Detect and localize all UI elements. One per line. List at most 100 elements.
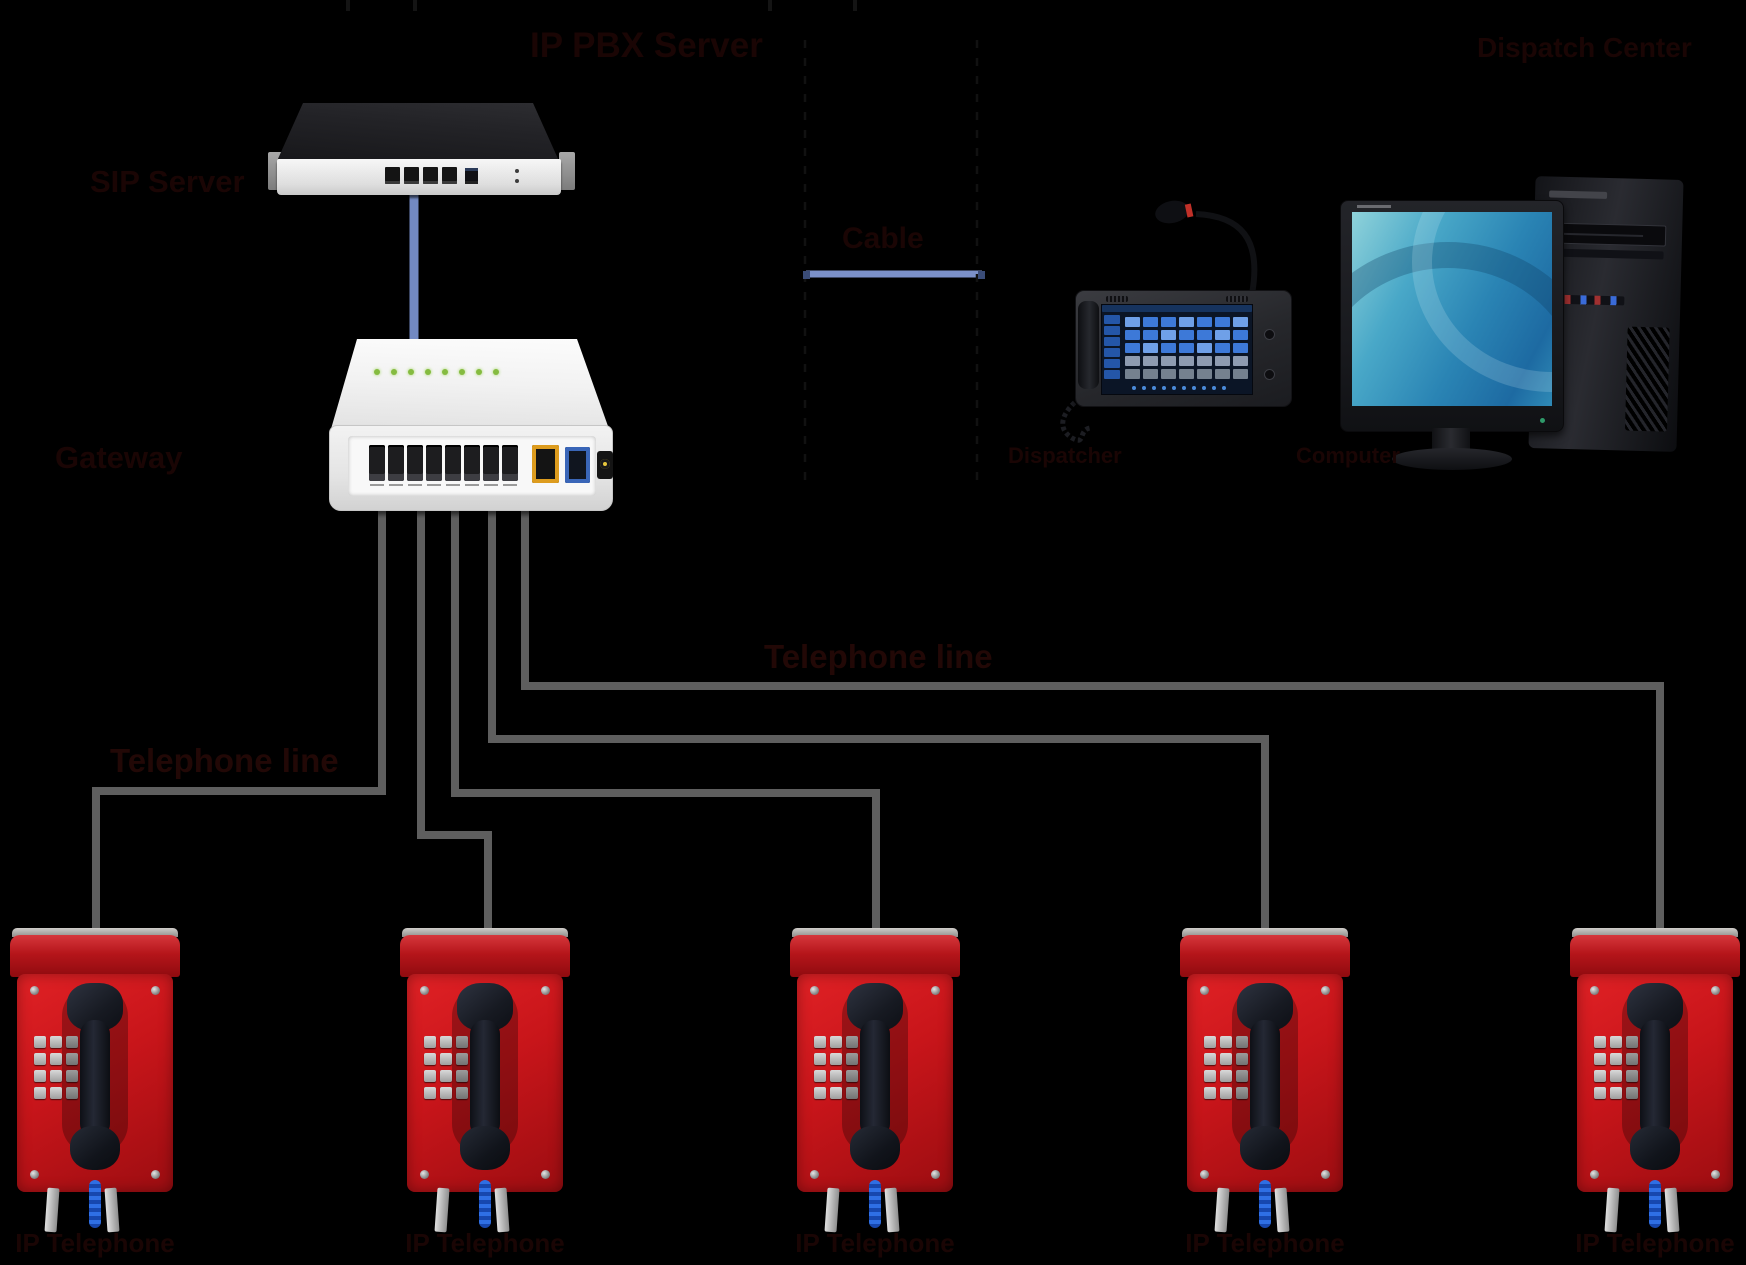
gateway-led xyxy=(374,369,380,375)
phone-screw xyxy=(931,1170,940,1179)
tower-brand-badge xyxy=(1549,190,1608,199)
console-screen-extension-button xyxy=(1179,343,1194,353)
console-screen-extension-button xyxy=(1161,343,1176,353)
gateway-phone-port xyxy=(426,445,442,481)
phone-handset xyxy=(860,1020,890,1138)
phone-cord xyxy=(1649,1180,1661,1228)
console-screen-extension-button xyxy=(1143,343,1158,353)
phone-mount-bracket xyxy=(884,1187,900,1233)
legend-line-cap xyxy=(978,271,985,279)
phone-key xyxy=(456,1053,468,1065)
gateway-led xyxy=(442,369,448,375)
gateway-port-label xyxy=(446,484,460,486)
phone-screw xyxy=(1200,1170,1209,1179)
phone-hood-rim xyxy=(1572,928,1738,937)
emergency-telephone-3: IP Telephone xyxy=(790,928,960,1258)
computer-monitor xyxy=(1340,200,1564,472)
phone-key xyxy=(34,1087,46,1099)
phone-key xyxy=(1594,1087,1606,1099)
console-screen-extension-button xyxy=(1179,369,1194,379)
wire-gateway-to-phone1 xyxy=(92,500,386,944)
phone-key xyxy=(456,1087,468,1099)
console-screen-extension-button xyxy=(1125,343,1140,353)
gateway-port-label xyxy=(484,484,498,486)
console-screen-extension-button xyxy=(1125,369,1140,379)
console-screen-menu-item xyxy=(1104,326,1120,335)
console-screen-extension-button xyxy=(1161,369,1176,379)
server-usb-ports xyxy=(465,168,478,184)
phone-key xyxy=(440,1070,452,1082)
console-screen-extension-button xyxy=(1215,369,1230,379)
console-screen-extension-button xyxy=(1125,330,1140,340)
phone-key xyxy=(50,1036,62,1048)
console-screen-extension-button xyxy=(1233,330,1248,340)
phone-key xyxy=(1626,1053,1638,1065)
console-screen-extension-button xyxy=(1179,317,1194,327)
wire-gateway-to-phone5 xyxy=(521,500,1664,944)
gateway-label: Gateway xyxy=(55,440,183,475)
sip-server-label: SIP Server xyxy=(90,164,245,199)
emergency-telephone-1: IP Telephone xyxy=(10,928,180,1258)
cable-legend-label: Cable xyxy=(842,222,924,255)
server-status-led xyxy=(515,169,519,173)
wire-gateway-to-phone4 xyxy=(488,500,1269,944)
phone-key xyxy=(814,1036,826,1048)
phone-screw xyxy=(30,986,39,995)
phone-key xyxy=(50,1053,62,1065)
phone-key xyxy=(1236,1087,1248,1099)
phone-label: IP Telephone xyxy=(405,1228,565,1258)
console-screen-extension-button xyxy=(1215,356,1230,366)
phone-cord xyxy=(89,1180,101,1228)
console-screen-icon xyxy=(1172,386,1176,390)
console-screen-extension-button xyxy=(1161,356,1176,366)
console-screen-icon xyxy=(1182,386,1186,390)
phone-key xyxy=(1610,1036,1622,1048)
phone-key xyxy=(1626,1070,1638,1082)
phone-mount-bracket xyxy=(1664,1187,1680,1233)
phone-hood-rim xyxy=(12,928,178,937)
console-screen-extension-button xyxy=(1233,356,1248,366)
phone-key xyxy=(424,1087,436,1099)
console-screen-extension-button xyxy=(1233,317,1248,327)
phone-key xyxy=(1236,1070,1248,1082)
phone-key xyxy=(830,1053,842,1065)
phone-key xyxy=(424,1036,436,1048)
gateway-led xyxy=(408,369,414,375)
phone-key xyxy=(440,1087,452,1099)
phone-key xyxy=(846,1070,858,1082)
console-screen-icon xyxy=(1212,386,1216,390)
console-side-button xyxy=(1264,329,1275,340)
phone-handset xyxy=(70,1126,120,1170)
gateway-port-label xyxy=(427,484,441,486)
console-screen-extension-button xyxy=(1143,330,1158,340)
dispatcher-label: Dispatcher xyxy=(1008,443,1122,468)
phone-screw xyxy=(30,1170,39,1179)
gateway-led xyxy=(425,369,431,375)
phone-key xyxy=(456,1070,468,1082)
phone-key xyxy=(830,1087,842,1099)
console-screen-icon xyxy=(1142,386,1146,390)
phone-key xyxy=(1236,1053,1248,1065)
server-ethernet-port xyxy=(385,167,400,184)
server-top-cover xyxy=(277,103,559,161)
tower-vent-grille xyxy=(1624,326,1670,432)
gateway-phone-port xyxy=(388,445,404,481)
console-screen-menu-item xyxy=(1104,359,1120,368)
phone-key xyxy=(1594,1070,1606,1082)
phone-key xyxy=(66,1053,78,1065)
console-handset xyxy=(1078,301,1099,389)
phone-screw xyxy=(1200,986,1209,995)
phone-hood-rim xyxy=(1182,928,1348,937)
monitor-bezel xyxy=(1340,200,1564,432)
console-screen-extension-button xyxy=(1143,317,1158,327)
server-status-led xyxy=(515,179,519,183)
phone-handset xyxy=(1640,1020,1670,1138)
gateway-port-label xyxy=(370,484,384,486)
console-screen-extension-button xyxy=(1179,356,1194,366)
phone-key xyxy=(1204,1036,1216,1048)
phone-cord xyxy=(1259,1180,1271,1228)
phone-key xyxy=(1626,1036,1638,1048)
phone-hood xyxy=(1180,935,1350,977)
monitor-brand-logo xyxy=(1357,205,1391,208)
